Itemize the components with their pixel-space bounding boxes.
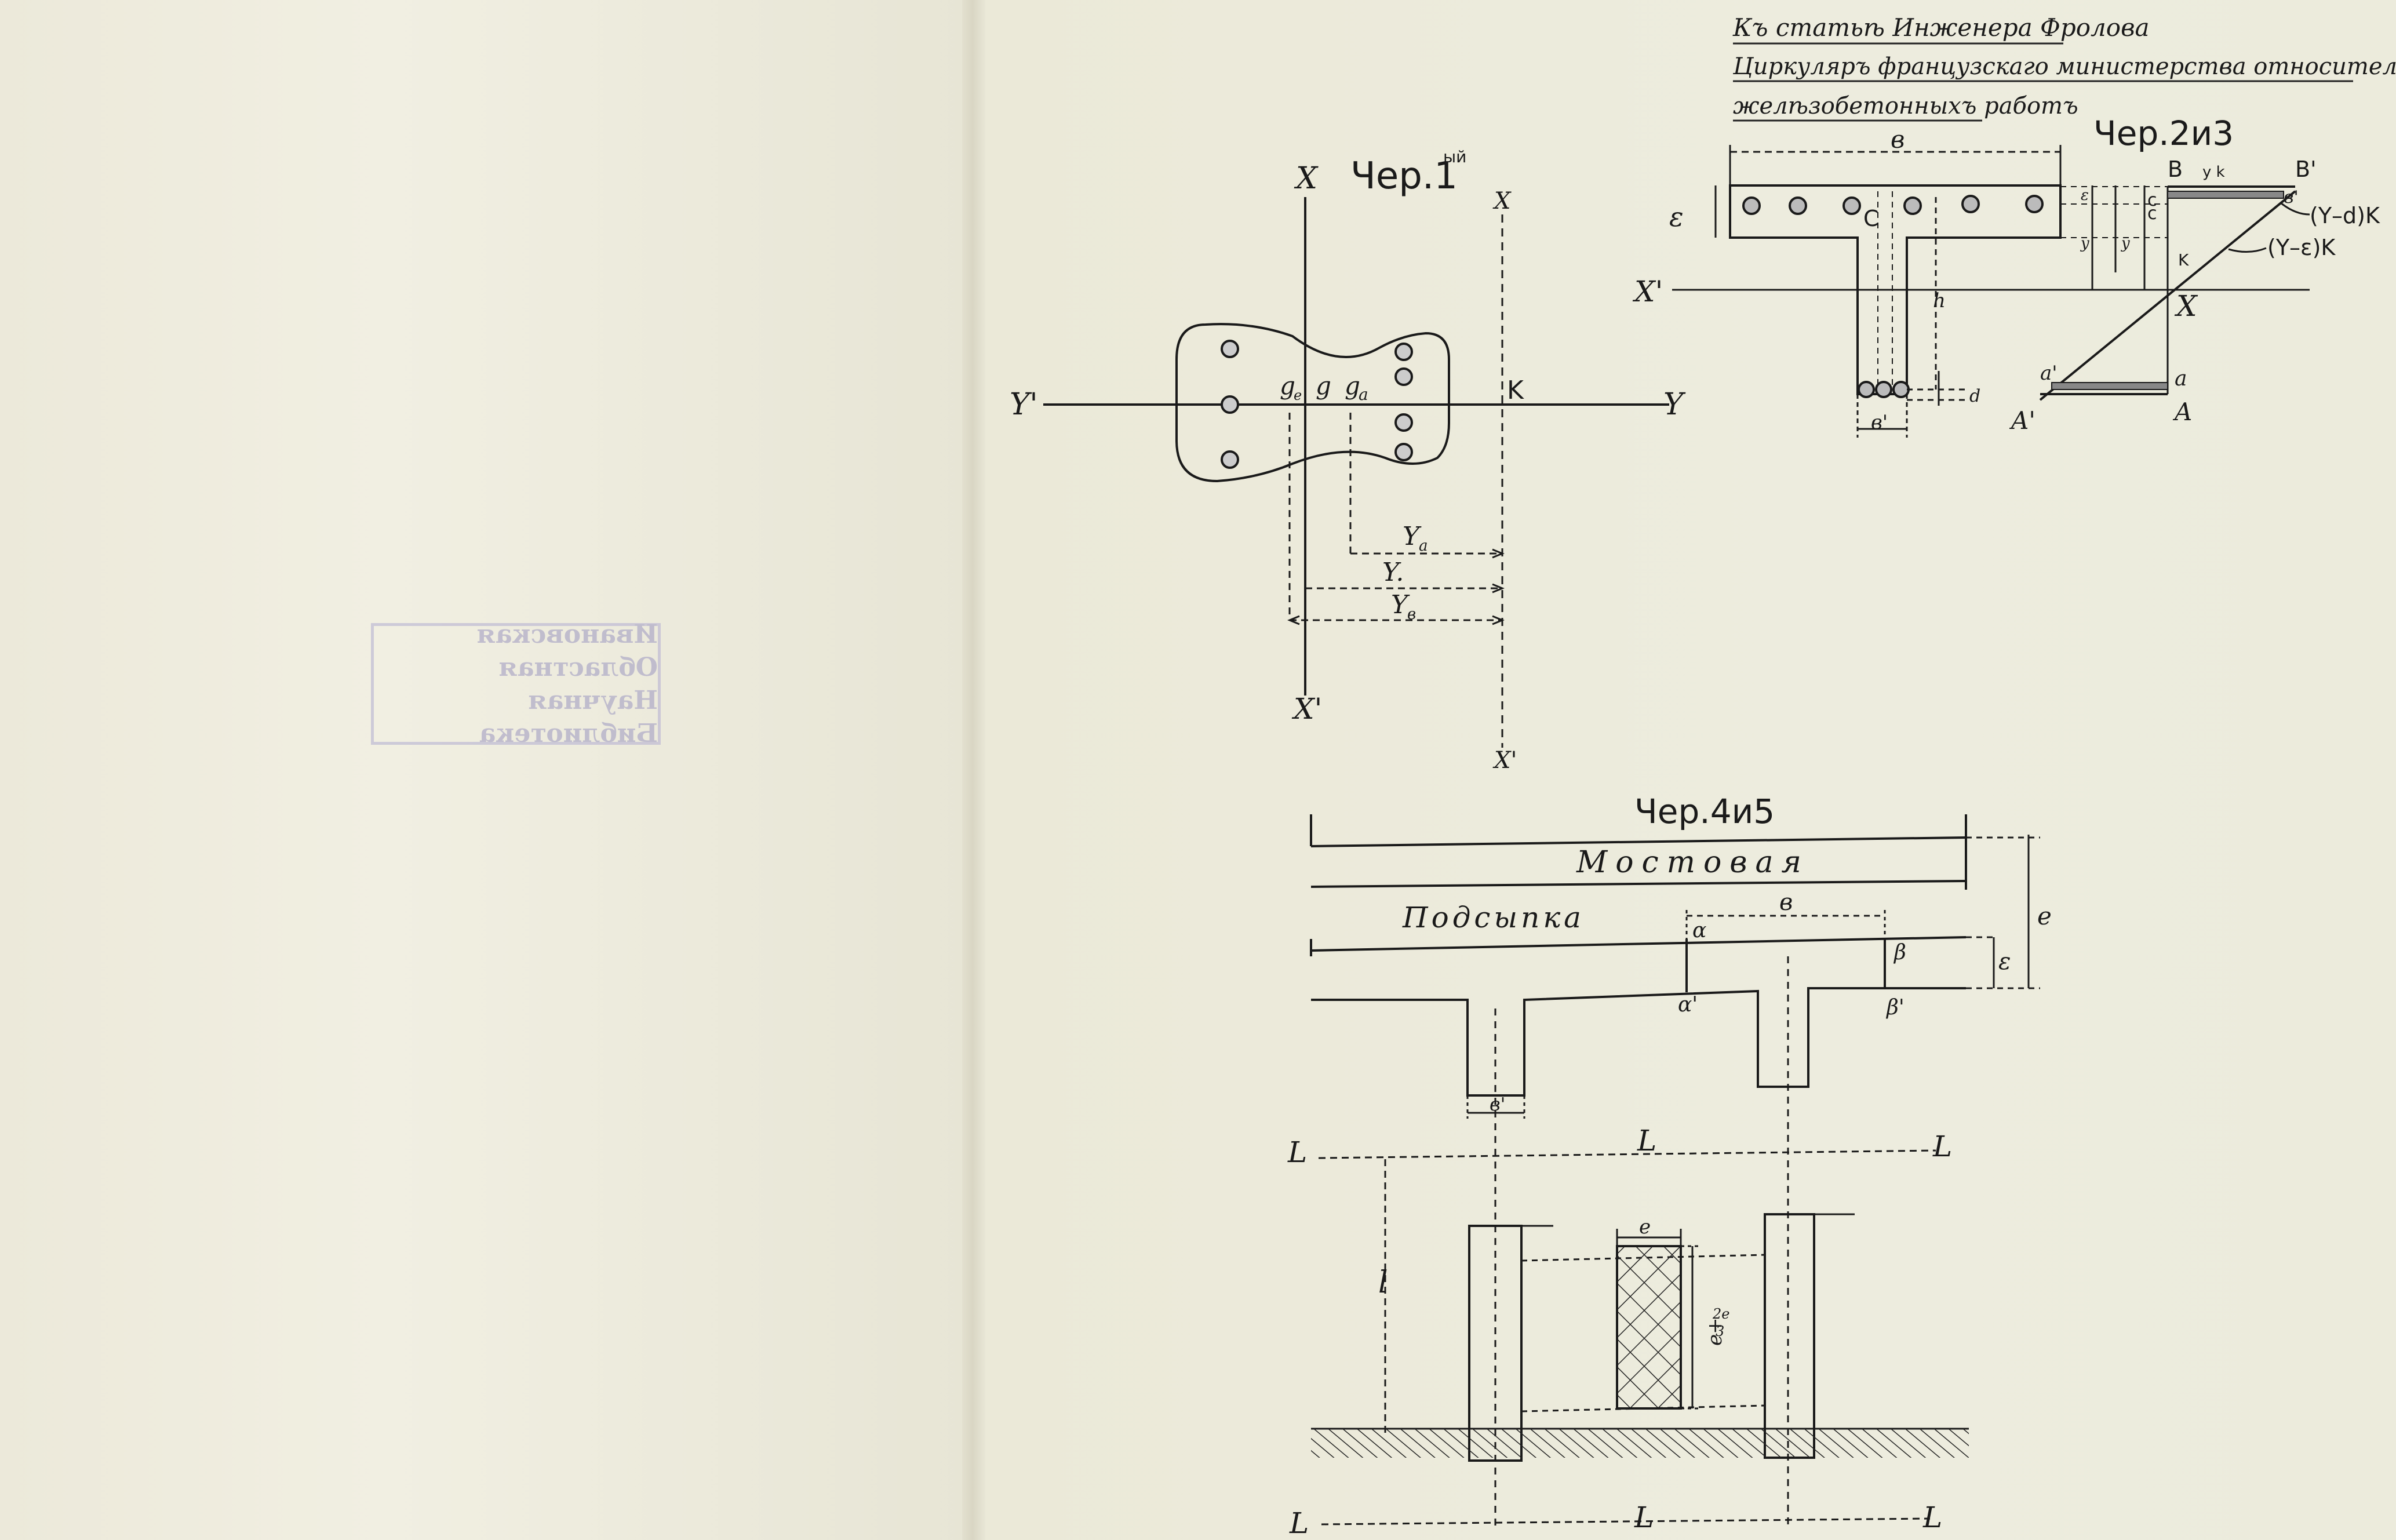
fig1-axis-x1-bottom: X' [1492,747,1517,774]
fig23-y2: y [2121,235,2130,252]
figure-1 [1043,197,1669,748]
fig1-axis-x-top: X [1294,161,1319,196]
fig23-k: K [2178,250,2189,270]
fig1-g: g [1316,372,1331,400]
fig45-L-bottom-mid: L [1634,1501,1654,1534]
figure-4-5-labels: Чер.4и5 Мостовая Подсыпка α α' β β' в в'… [1287,792,2052,1540]
right-page [985,0,2396,1540]
fig45-alpha: α [1692,919,1706,942]
fig23-y-minus-d: (Y–d)K [2310,203,2380,228]
fig1-ge-sub: e [1294,387,1302,403]
fig1-axis-x1-top: X [1492,188,1512,214]
figure-2-3 [1672,145,2310,438]
fig1-axis-y-right: Y [1663,387,1686,422]
fig45-e: e [2037,902,2052,930]
fig1-axis-y-left: Y' [1010,387,1038,422]
fig23-B1: B' [2295,156,2317,182]
header-line-3: желѣзобетонныхъ работъ [1733,93,2078,119]
fig1-yb-sub: в [1407,606,1416,623]
right-column [1764,1213,1815,1459]
fig23-A: A [2172,398,2192,426]
fig23-yk: y k [2202,163,2225,181]
load-area [1616,1245,1682,1410]
fig45-title: Чер.4и5 [1634,792,1775,831]
slab-profile [1311,987,1966,1097]
fig23-a-prime: a' [2040,362,2058,385]
rebars-top [1742,195,2044,215]
fig45-mostovaya: Мостовая [1576,845,1809,880]
fig23-A1: A' [2009,406,2035,435]
fig45-podsypka: Подсыпка [1402,901,1585,934]
fig45-L-bottom-right: L [1922,1501,1942,1534]
fig23-h: h [1933,289,1946,312]
fig23-x-right: X [2174,289,2198,323]
left-page [0,0,968,1540]
fig23-b2: в' [2284,187,2299,207]
fig45-b: в [1779,889,1793,916]
fig45-L-right: L [1932,1130,1952,1163]
header-line-2: Циркуляръ французскаго министерства отно… [1732,53,2396,80]
fig1-axis-x-bottom: X' [1291,692,1322,726]
stress-line [2039,190,2296,401]
fig23-a: a [2175,367,2187,391]
fig23-title: Чер.2и3 [2093,114,2234,153]
fig23-b1: в' [1871,411,1888,434]
fig45-beta: β [1893,941,1906,964]
mostovaya-top-line [1310,836,1967,847]
rebars-bottom [1858,381,1910,398]
fig23-x1: X' [1632,275,1663,308]
fig1-ya-sub: a [1419,537,1428,555]
section-outline [1175,323,1450,483]
fig1-title: Чер.1 [1350,155,1458,198]
fig45-frac-den: 3 [1716,1323,1724,1339]
fig23-y-minus-eps: (Y–ε)K [2267,235,2336,260]
figure-1-labels: Чер.1 ый X X' X X' Y' Y g e g g a K Y a … [1010,147,1686,774]
fig1-y: Y. [1382,558,1404,587]
rebars-fig1 [1221,340,1413,469]
fig1-ga-sub: a [1359,385,1368,404]
fig23-c-left: C [1863,206,1879,231]
fig23-c2: c [2147,203,2157,224]
fig23-d: d [1969,386,1980,406]
fig45-b1: в' [1490,1093,1505,1115]
fig1-yb: Y [1391,590,1410,620]
fig1-ga: g [1345,372,1360,400]
fig23-c1: c [2147,190,2157,210]
figure-2-3-labels: Чер.2и3 в ε C X' X h d в' B B' y k c c в… [1632,114,2380,435]
fig23-b: в [1891,125,1905,154]
fig45-eps: ε [1998,948,2011,975]
fig45-alpha1: α' [1678,993,1698,1017]
figure-4-5 [1310,814,2040,1530]
fig45-e-small: e [1639,1215,1651,1239]
fig45-e-plus: e+ [1703,1317,1727,1346]
fig45-beta1: β' [1885,996,1905,1020]
podsypka-line [1310,936,1967,952]
fig45-L-mid: L [1637,1124,1656,1157]
header-notes: Къ статьѣ Инженера Фролова Циркуляръ фра… [1732,13,2396,122]
fig45-L-bottom-left: L [1289,1506,1309,1540]
fig23-y1: y [2080,235,2089,252]
fig45-frac-num: 2e [1712,1306,1729,1322]
span-line-L [1318,1149,1936,1159]
fig23-eps: ε [1669,201,1684,232]
fig23-eps-small: ε [2081,187,2089,204]
header-line-1: Къ статьѣ Инженера Фролова [1732,13,2150,42]
fig23-B: B [2168,156,2183,182]
page-fold [962,0,985,1540]
fig1-k: K [1507,376,1524,405]
fig1-ge: g [1280,372,1295,400]
fig1-title-sup: ый [1443,147,1466,166]
fig1-ya: Y [1403,522,1422,551]
fig45-l: l [1378,1265,1388,1300]
ground-hatch [1311,1429,1969,1458]
left-column [1468,1225,1523,1462]
fig45-L-left: L [1287,1135,1307,1169]
